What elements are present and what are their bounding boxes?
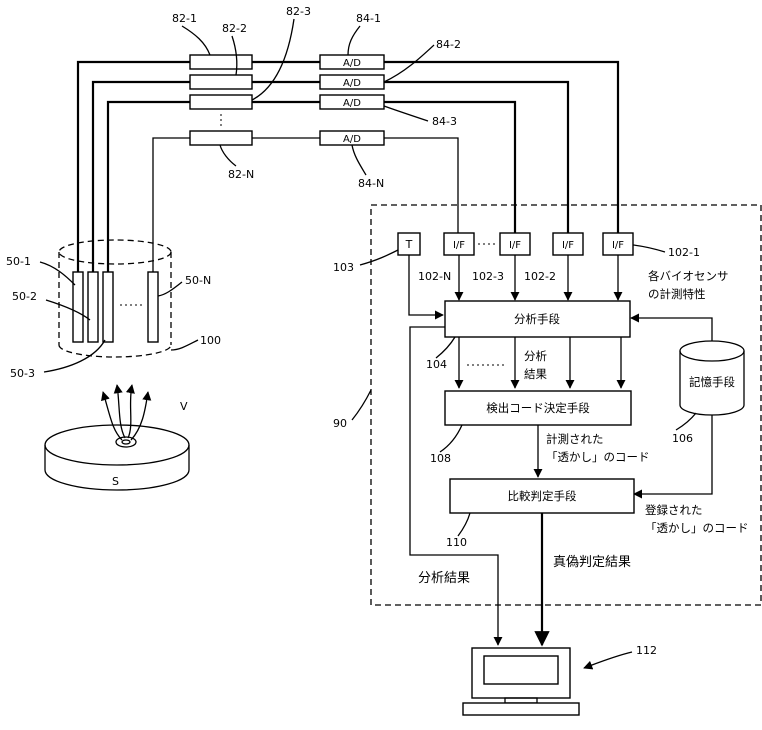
label-110: 110 [446, 536, 467, 549]
leader-110 [458, 513, 470, 536]
vapor-arrow-4 [131, 392, 148, 440]
characteristics-line-1: 各バイオセンサ [648, 269, 729, 283]
analysis-block-label: 分析手段 [514, 312, 560, 326]
label-84-2: 84-2 [436, 38, 461, 51]
sensor-array: 50-1 50-2 50-3 50-N 100 [6, 240, 221, 380]
sample-spot-inner [122, 440, 130, 444]
label-50-2: 50-2 [12, 290, 37, 303]
label-v: V [180, 400, 188, 413]
timer-to-analysis [409, 255, 443, 315]
wire-3 [108, 102, 515, 295]
leader-50-n [158, 282, 182, 296]
label-103: 103 [333, 261, 354, 274]
label-106: 106 [672, 432, 693, 445]
leader-104 [436, 337, 455, 358]
timer-box-label: T [405, 238, 413, 251]
if-box-n-label: I/F [453, 240, 465, 251]
leader-50-1 [40, 262, 75, 285]
leader-82-n [220, 145, 236, 166]
leader-50-3 [44, 340, 105, 372]
ad-box-3-label: A/D [343, 98, 361, 109]
leader-84-1 [348, 26, 360, 55]
measured-line-2: 「透かし」のコード [546, 450, 650, 464]
if-box-1-label: I/F [612, 240, 624, 251]
monitor-base [463, 703, 579, 715]
display-terminal: 112 [463, 644, 657, 715]
storage-top [680, 341, 744, 361]
vapor-arrow-3 [128, 385, 132, 438]
sensor-holder-top [59, 240, 171, 264]
leader-100 [171, 340, 198, 350]
ad-box-n-label: A/D [343, 134, 361, 145]
leader-106 [676, 413, 696, 430]
label-50-n: 50-N [185, 274, 211, 287]
storage-label: 記憶手段 [689, 375, 735, 389]
ad-box-1-label: A/D [343, 58, 361, 69]
label-50-3: 50-3 [10, 367, 35, 380]
sensor-holder-bottom [59, 345, 171, 357]
leader-84-n [352, 145, 366, 175]
comparison-label: 比較判定手段 [508, 489, 577, 503]
ad-box-2-label: A/D [343, 78, 361, 89]
analysis-result-line-2: 結果 [524, 367, 547, 381]
leader-102-1 [633, 245, 665, 252]
label-104: 104 [426, 358, 447, 371]
leader-82-1 [182, 26, 210, 55]
label-102-n: 102-N [418, 270, 451, 283]
label-82-n: 82-N [228, 168, 254, 181]
registered-line-1: 登録された [645, 503, 703, 517]
label-108: 108 [430, 452, 451, 465]
leader-112 [584, 652, 632, 668]
wire-2 [93, 82, 568, 295]
amp-box-n [190, 131, 252, 145]
label-100: 100 [200, 334, 221, 347]
analysis-result-out-label: 分析結果 [418, 571, 470, 586]
amplifiers [190, 55, 252, 145]
sensor-probe-2 [88, 272, 98, 342]
code-determination-label: 検出コード決定手段 [486, 401, 590, 415]
vapor-arrow-2 [117, 385, 125, 438]
leader-82-3 [252, 19, 294, 100]
label-112: 112 [636, 644, 657, 657]
label-50-1: 50-1 [6, 255, 31, 268]
leader-108 [440, 425, 462, 452]
amp-box-2 [190, 75, 252, 89]
ad-converters: A/D A/D A/D A/D [320, 55, 384, 145]
sensor-probe-n [148, 272, 158, 342]
amp-box-3 [190, 95, 252, 109]
label-84-n: 84-N [358, 177, 384, 190]
label-84-1: 84-1 [356, 12, 381, 25]
label-84-3: 84-3 [432, 115, 457, 128]
label-82-1: 82-1 [172, 12, 197, 25]
leader-84-3 [384, 106, 428, 121]
characteristics-line-2: の計測特性 [648, 287, 706, 301]
label-102-2: 102-2 [524, 270, 556, 283]
measured-line-1: 計測された [546, 432, 604, 446]
leader-103 [360, 250, 398, 265]
authenticity-result-label: 真偽判定結果 [553, 555, 631, 570]
storage: 記憶手段 106 [631, 318, 744, 494]
label-102-3: 102-3 [472, 270, 504, 283]
if-box-3-label: I/F [509, 240, 521, 251]
label-82-3: 82-3 [286, 5, 311, 18]
analysis-result-line-1: 分析 [524, 349, 547, 363]
label-90: 90 [333, 417, 347, 430]
storage-to-analysis [631, 318, 712, 341]
sensor-probe-3 [103, 272, 113, 342]
monitor-screen [484, 656, 558, 684]
label-82-2: 82-2 [222, 22, 247, 35]
leader-90 [352, 390, 371, 420]
registered-line-2: 「透かし」のコード [645, 521, 749, 535]
label-102-1: 102-1 [668, 246, 700, 259]
leader-84-2 [384, 45, 434, 82]
amp-box-1 [190, 55, 252, 69]
monitor-stand [505, 698, 537, 703]
label-s: S [112, 475, 119, 488]
if-box-2-label: I/F [562, 240, 574, 251]
wire-n [153, 138, 458, 295]
sensor-probe-1 [73, 272, 83, 342]
sample: S V [45, 385, 189, 490]
